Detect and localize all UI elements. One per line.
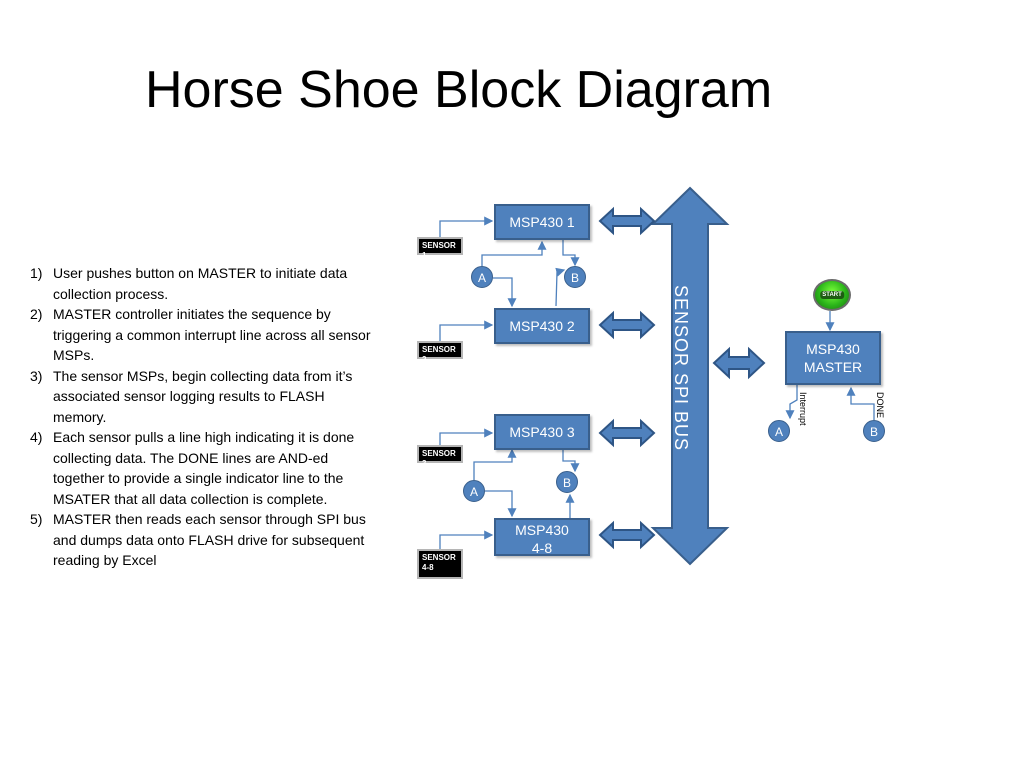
msp430-3-block: MSP430 3 (494, 414, 590, 450)
connector-b-master: B (863, 420, 885, 442)
step-number: 3) (30, 367, 43, 384)
master-label-line1: MSP430 (806, 341, 860, 357)
a2-to-msp3-wire (473, 448, 517, 480)
sensor-3-label: SENSOR 3 (422, 449, 456, 468)
msp2-bus-link-arrow (598, 310, 656, 340)
step-number: 1) (30, 265, 43, 281)
done-line-label: DONE (875, 392, 885, 419)
sensor1-wire (439, 216, 494, 238)
spi-bus-arrow (650, 186, 730, 566)
msp3-to-b2-wire (562, 449, 580, 473)
sensor-4-8-label-line2: 4-8 (422, 563, 434, 572)
steps-list: 1) User pushes button on MASTER to initia… (30, 263, 375, 571)
step-item: 3) The sensor MSPs, begin collecting data… (30, 366, 375, 428)
connector-b-group2: B (556, 471, 578, 493)
step-item: 4) Each sensor pulls a line high indicati… (30, 427, 375, 509)
sensor-3-box: SENSOR 3 (417, 445, 463, 468)
step-text: MASTER then reads each sensor through SP… (53, 511, 366, 568)
sensor-2-label: SENSOR 2 (422, 345, 456, 364)
master-bus-link-arrow (712, 346, 766, 380)
page-title: Horse Shoe Block Diagram (145, 61, 773, 119)
msp430-4-8-label-line2: 4-8 (531, 540, 553, 556)
step-text: The sensor MSPs, begin collecting data f… (53, 367, 353, 425)
msp430-3-label: MSP430 3 (509, 424, 575, 440)
msp430-2-block: MSP430 2 (494, 308, 590, 344)
sensor3-wire (439, 428, 494, 445)
msp430-1-block: MSP430 1 (494, 204, 590, 240)
a1-to-msp1-wire (481, 240, 547, 266)
start-button-label: START (820, 291, 844, 299)
msp430-1-label: MSP430 1 (509, 214, 575, 230)
msp430-4-8-block: MSP430 4-8 (494, 518, 590, 556)
msp430-2-label: MSP430 2 (509, 318, 575, 334)
a1-to-msp2-wire (493, 277, 517, 308)
interrupt-line-label: Interrupt (798, 392, 808, 426)
step-item: 2) MASTER controller initiates the sequen… (30, 304, 375, 366)
sensor-4-8-box: SENSOR 4-8 (417, 549, 463, 579)
msp1-to-b1-wire (562, 240, 580, 267)
msp48-bus-link-arrow (598, 520, 656, 550)
msp430-master-block: MSP430 MASTER (785, 331, 881, 385)
msp430-4-8-label-line1: MSP430 (515, 522, 569, 538)
sensor-2-box: SENSOR 2 (417, 341, 463, 364)
connector-a-master: A (768, 420, 790, 442)
step-text: MASTER controller initiates the sequence… (53, 306, 371, 363)
a2-to-msp48-wire (485, 490, 517, 518)
step-text: Each sensor pulls a line high indicating… (53, 429, 355, 507)
step-item: 5) MASTER then reads each sensor through … (30, 509, 375, 571)
sensor-4-8-label-line1: SENSOR (422, 553, 456, 562)
step-item: 1) User pushes button on MASTER to initia… (30, 263, 375, 304)
msp1-bus-link-arrow (598, 206, 656, 236)
spi-bus-label: SENSOR SPI BUS (671, 285, 691, 452)
connector-b-group1: B (564, 266, 586, 288)
sensor-1-box: SENSOR 1 (417, 237, 463, 260)
master-interrupt-wire (785, 385, 798, 420)
step-number: 2) (30, 306, 43, 322)
sensor2-wire (439, 320, 494, 342)
connector-a-group2: A (463, 480, 485, 502)
sensor48-wire (439, 530, 494, 551)
connector-a-group1: A (471, 266, 493, 288)
step-number: 4) (30, 429, 43, 445)
sensor-1-label: SENSOR 1 (422, 241, 456, 260)
master-done-wire (846, 386, 875, 420)
start-button[interactable]: START (813, 279, 851, 311)
msp3-bus-link-arrow (598, 418, 656, 448)
step-text: User pushes button on MASTER to initiate… (53, 265, 348, 302)
step-number: 5) (30, 511, 43, 527)
master-label-line2: MASTER (803, 359, 863, 375)
msp2-to-b1-wire (555, 267, 566, 307)
